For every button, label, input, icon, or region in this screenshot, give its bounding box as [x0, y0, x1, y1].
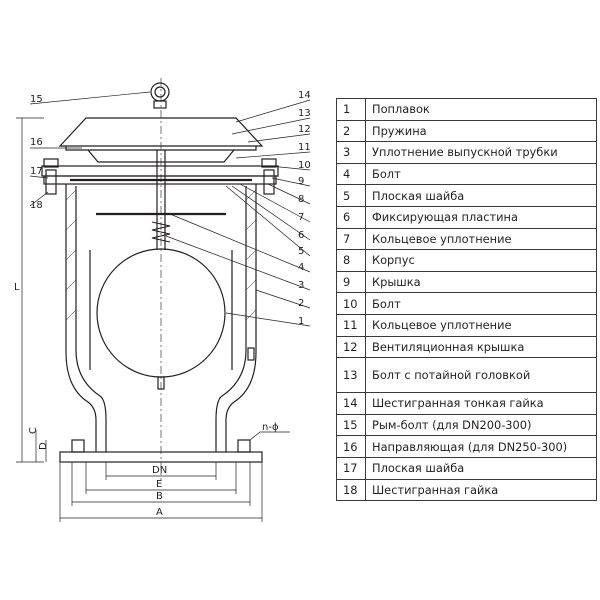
callout-10: 10	[298, 160, 311, 171]
legend-num: 18	[336, 478, 366, 502]
callout-17: 17	[30, 166, 43, 177]
valve-body	[41, 78, 279, 480]
dim-dn-label: DN	[152, 465, 167, 476]
legend-num: 3	[336, 141, 366, 164]
legend-name: Шестигранная гайка	[365, 478, 597, 502]
callout-14: 14	[298, 90, 311, 101]
dim-b-label: B	[156, 491, 163, 502]
callout-3: 3	[298, 280, 304, 291]
callout-11: 11	[298, 142, 311, 153]
callout-4: 4	[298, 262, 304, 273]
legend-name: Крышка	[365, 270, 597, 294]
legend-name: Шестигранная тонкая гайка	[365, 392, 597, 415]
callout-18: 18	[30, 200, 43, 211]
legend-name: Плоская шайба	[365, 184, 597, 207]
legend-num: 15	[336, 413, 366, 437]
legend-num: 7	[336, 227, 366, 251]
legend-name: Корпус	[365, 249, 597, 272]
legend-name: Кольцевое уплотнение	[365, 227, 597, 251]
legend-num: 2	[336, 119, 366, 143]
legend-num: 10	[336, 292, 366, 315]
legend-num: 4	[336, 162, 366, 186]
callout-5: 5	[298, 246, 304, 257]
legend-name: Плоская шайба	[365, 456, 597, 480]
legend-name: Вентиляционная крышка	[365, 335, 597, 359]
legend-num: 9	[336, 270, 366, 294]
dimension-lines	[16, 117, 290, 522]
dim-e-label: E	[156, 479, 162, 490]
callout-labels: 15 16 17 18 14 13 12 11 10 9 8 7 6 5 4 3…	[30, 90, 311, 327]
dim-d-label: D	[38, 442, 49, 450]
callout-9: 9	[298, 176, 304, 187]
legend-name: Направляющая (для DN250-300)	[365, 435, 597, 458]
legend-num: 1	[336, 98, 366, 121]
dim-c-label: C	[28, 427, 39, 434]
legend-num: 14	[336, 392, 366, 415]
callout-1: 1	[298, 316, 304, 327]
legend-name: Болт с потайной головкой	[365, 357, 597, 394]
leader-lines	[29, 91, 311, 327]
callout-6: 6	[298, 230, 304, 241]
legend-num: 6	[336, 205, 366, 229]
callout-8: 8	[298, 194, 304, 205]
callout-13: 13	[298, 108, 311, 119]
callout-7: 7	[298, 212, 304, 223]
legend-num: 5	[336, 184, 366, 207]
legend-num: 8	[336, 249, 366, 272]
legend-name: Болт	[365, 162, 597, 186]
dimension-labels: L C D DN E B A n-ϕ	[14, 282, 279, 518]
legend-num: 12	[336, 335, 366, 359]
callout-2: 2	[298, 298, 304, 309]
callout-15: 15	[30, 94, 43, 105]
dim-holes-label: n-ϕ	[262, 422, 279, 433]
dim-a-label: A	[156, 507, 163, 518]
dim-l-label: L	[14, 282, 20, 293]
legend-name: Фиксирующая пластина	[365, 205, 597, 229]
legend-name: Пружина	[365, 119, 597, 143]
legend-num: 11	[336, 313, 366, 337]
callout-16: 16	[30, 137, 43, 148]
legend-name: Поплавок	[365, 98, 597, 121]
legend-num: 13	[336, 357, 366, 394]
legend-name: Уплотнение выпускной трубки	[365, 141, 597, 164]
legend-name: Болт	[365, 292, 597, 315]
callout-12: 12	[298, 124, 311, 135]
valve-drawing: 15 16 17 18 14 13 12 11 10 9 8 7 6 5 4 3…	[14, 78, 311, 522]
legend-num: 16	[336, 435, 366, 458]
legend-name: Кольцевое уплотнение	[365, 313, 597, 337]
legend-name: Рым-болт (для DN200-300)	[365, 413, 597, 437]
legend-num: 17	[336, 456, 366, 480]
